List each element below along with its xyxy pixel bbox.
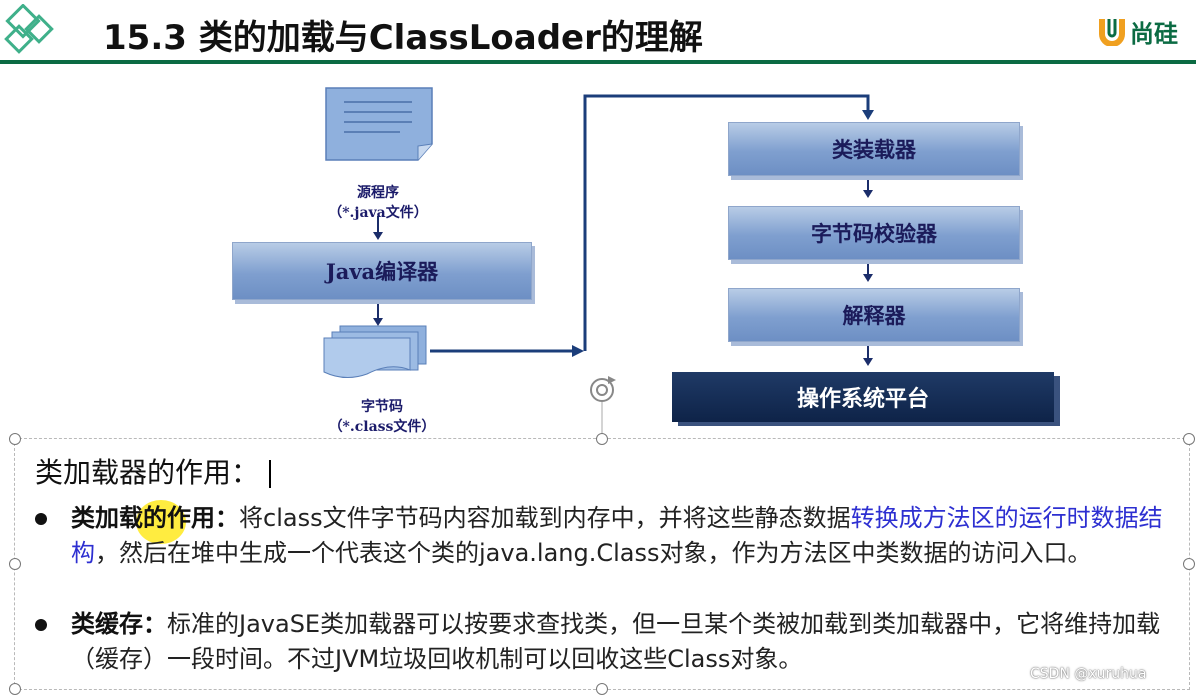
textbox-title: 类加载器的作用： [35,451,272,491]
resize-handle-top-right[interactable] [1183,433,1195,445]
resize-handle-middle-right[interactable] [1183,558,1195,570]
slide-header: 15.3 类的加载与ClassLoader的理解 尚硅 [0,0,1196,64]
bullet-content: 类缓存：标准的JavaSE类加载器可以按要求查找类，但一旦某个类被加载到类加载器… [71,607,1175,677]
logo-diamond-icon [4,4,54,54]
diagram-connectors [323,87,874,438]
class-loader-box: 类装载器 [728,122,1020,176]
item1-highlight-text: 转换成方法区的运行时数据结构 [71,504,1163,567]
item2-text: 标准的JavaSE类加载器可以按要求查找类，但一旦某个类被加载到类加载器中，它将… [71,610,1161,673]
resize-handle-bottom-left[interactable] [9,683,21,695]
bullet-item-class-cache: 类缓存：标准的JavaSE类加载器可以按要求查找类，但一旦某个类被加载到类加载器… [35,607,1175,677]
item2-label: 类缓存： [71,610,167,638]
resize-handle-bottom-middle[interactable] [596,683,608,695]
textbox-title-text: 类加载器的作用： [35,456,260,489]
item1-label: 类加载的作用： [71,504,239,532]
page-title: 15.3 类的加载与ClassLoader的理解 [103,18,703,58]
interpreter-box: 解释器 [728,288,1020,342]
resize-handle-top-middle[interactable] [596,433,608,445]
bullet-content: 类加载的作用：将class文件字节码内容加载到内存中，并将这些静态数据转换成方法… [71,501,1175,571]
brand-text: 尚硅 [1130,19,1178,48]
rotate-handle-icon[interactable] [590,376,616,438]
bytecode-label: 字节码 （*.class文件） [318,396,446,436]
csdn-watermark: CSDN @xuruhua [1030,666,1147,682]
header-divider [0,60,1196,64]
item1-text-a: 将class文件字节码内容加载到内存中，并将这些静态数据 [239,504,851,532]
bullet-icon [35,513,47,525]
os-platform-box: 操作系统平台 [672,372,1054,422]
source-label-title: 源程序 [357,185,399,201]
bytecode-label-title: 字节码 [361,399,403,415]
bytecode-files-icon [323,325,427,378]
bytecode-verifier-box: 字节码校验器 [728,206,1020,260]
bytecode-label-ext: （*.class文件） [328,419,436,435]
resize-handle-middle-left[interactable] [9,558,21,570]
pointer-highlight [136,500,186,544]
brand-u-icon [1099,19,1125,46]
source-label: 源程序 （*.java文件） [322,182,434,222]
bullet-item-class-loading: 类加载的作用：将class文件字节码内容加载到内存中，并将这些静态数据转换成方法… [35,501,1175,571]
classloader-diagram: 源程序 （*.java文件） Java编译器 字节码 （*.class文件） 类… [0,64,1196,438]
item1-text-b: ，然后在堆中生成一个代表这个类的java.lang.Class对象，作为方法区中… [95,539,1092,567]
text-cursor [269,460,272,488]
resize-handle-top-left[interactable] [9,433,21,445]
description-textbox[interactable]: 类加载器的作用： 类加载的作用：将class文件字节码内容加载到内存中，并将这些… [9,433,1195,695]
java-compiler-box: Java编译器 [232,242,532,300]
source-label-ext: （*.java文件） [328,205,428,221]
brand-logo: 尚硅 [1098,14,1178,48]
source-file-icon [325,87,433,161]
bullet-icon [35,619,47,631]
